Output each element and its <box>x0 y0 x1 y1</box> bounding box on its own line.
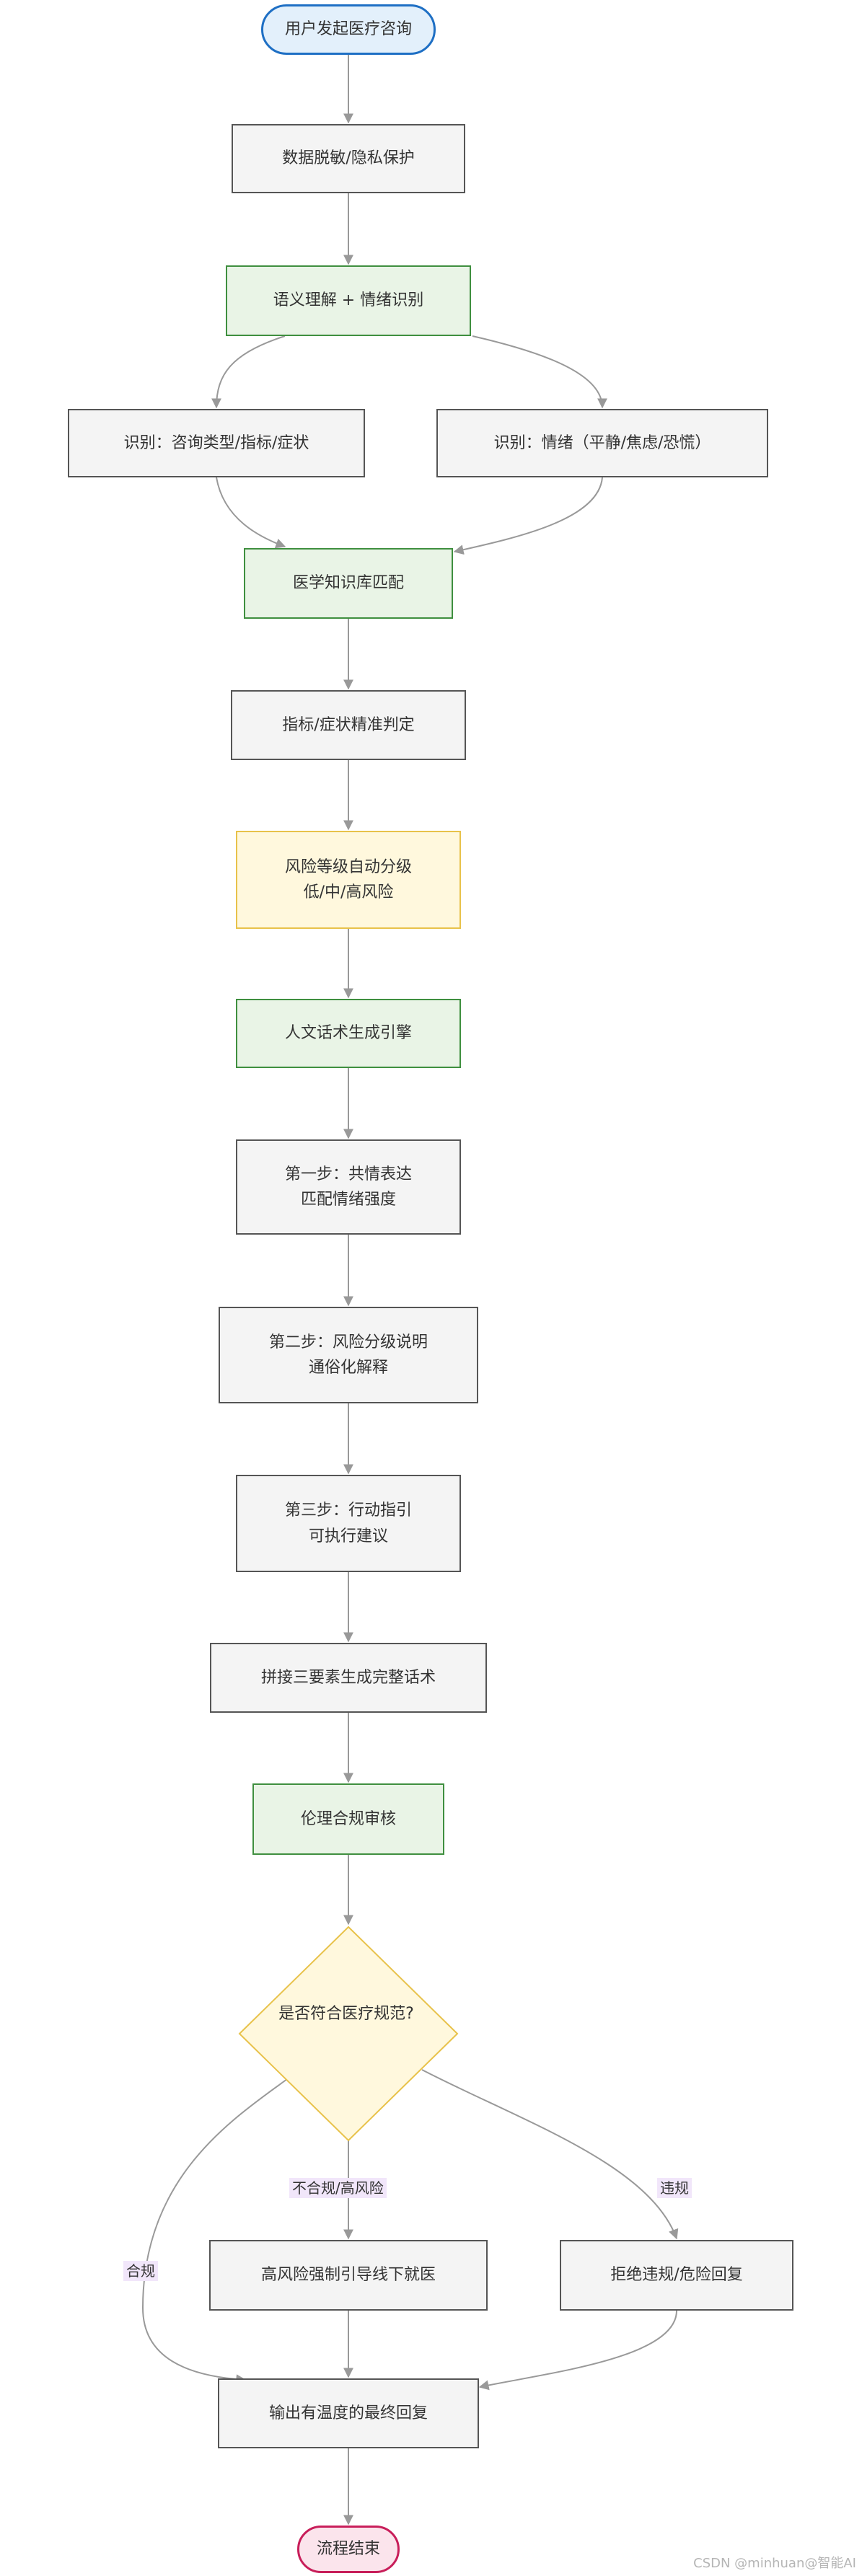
compliance-check-label: 是否符合医疗规范? <box>278 2005 414 2023</box>
assemble-node-label: 拼接三要素生成完整话术 <box>260 1668 436 1687</box>
start-node: 用户发起医疗咨询 <box>261 4 436 55</box>
humanistic-engine-node: 人文话术生成引擎 <box>236 999 461 1068</box>
step3-node-line1: 第三步：行动指引 <box>284 1501 412 1520</box>
risk-grade-node-line2: 低/中/高风险 <box>303 883 394 901</box>
precise-judge-node-label: 指标/症状精准判定 <box>282 715 415 734</box>
step2-node-line2: 通俗化解释 <box>308 1359 388 1377</box>
kb-match-node-label: 医学知识库匹配 <box>292 574 404 593</box>
precise-judge-node: 指标/症状精准判定 <box>231 690 466 760</box>
edge-label-violation: 违规 <box>657 2178 692 2198</box>
edge-label-compliant: 合规 <box>123 2261 158 2281</box>
ethics-review-node: 伦理合规审核 <box>252 1783 444 1855</box>
force-offline-node: 高风险强制引导线下就医 <box>209 2240 488 2311</box>
reject-node-label: 拒绝违规/危险回复 <box>610 2266 743 2285</box>
edge-label-noncompliant: 不合规/高风险 <box>289 2178 387 2198</box>
final-reply-node-label: 输出有温度的最终回复 <box>268 2404 428 2422</box>
kb-match-node: 医学知识库匹配 <box>244 548 453 619</box>
identify-emotion-node: 识别：情绪（平静/焦虑/恐慌） <box>436 409 768 477</box>
decision-diamond <box>238 1926 459 2142</box>
step3-node-line2: 可执行建议 <box>308 1527 388 1545</box>
nlu-node-label: 语义理解 + 情绪识别 <box>273 291 424 310</box>
edge-emotion-kb <box>453 477 603 555</box>
step2-node: 第二步：风险分级说明 通俗化解释 <box>219 1307 478 1403</box>
humanistic-engine-node-label: 人文话术生成引擎 <box>284 1024 412 1043</box>
edge-type-kb <box>216 477 286 549</box>
risk-grade-node-line1: 风险等级自动分级 <box>284 857 412 876</box>
end-node-label: 流程结束 <box>316 2540 380 2559</box>
identify-type-node-label: 识别：咨询类型/指标/症状 <box>123 433 309 452</box>
step1-node-line1: 第一步：共情表达 <box>284 1165 412 1183</box>
edge-nlu-type <box>211 335 286 409</box>
edge-decision-reject <box>421 2069 679 2240</box>
edge-nlu-emotion <box>472 335 607 409</box>
risk-grade-node: 风险等级自动分级 低/中/高风险 <box>236 831 461 929</box>
deidentify-node: 数据脱敏/隐私保护 <box>232 124 465 193</box>
edge-decision-compliant <box>141 2078 288 2385</box>
end-node: 流程结束 <box>297 2526 400 2573</box>
step2-node-line1: 第二步：风险分级说明 <box>268 1333 428 1351</box>
step3-node: 第三步：行动指引 可执行建议 <box>236 1475 461 1572</box>
step1-node: 第一步：共情表达 匹配情绪强度 <box>236 1139 461 1235</box>
final-reply-node: 输出有温度的最终回复 <box>218 2378 479 2448</box>
ethics-review-node-label: 伦理合规审核 <box>300 1809 396 1828</box>
watermark: CSDN @minhuan@智能AI <box>693 2556 856 2571</box>
identify-emotion-node-label: 识别：情绪（平静/焦虑/恐慌） <box>493 433 711 452</box>
deidentify-node-label: 数据脱敏/隐私保护 <box>282 149 415 168</box>
assemble-node: 拼接三要素生成完整话术 <box>210 1643 487 1713</box>
edge-reject-final <box>478 2310 677 2391</box>
reject-node: 拒绝违规/危险回复 <box>560 2240 793 2311</box>
identify-type-node: 识别：咨询类型/指标/症状 <box>68 409 365 477</box>
force-offline-node-label: 高风险强制引导线下就医 <box>260 2266 436 2285</box>
nlu-node: 语义理解 + 情绪识别 <box>226 265 471 336</box>
step1-node-line2: 匹配情绪强度 <box>300 1191 396 1209</box>
start-node-label: 用户发起医疗咨询 <box>284 20 412 39</box>
